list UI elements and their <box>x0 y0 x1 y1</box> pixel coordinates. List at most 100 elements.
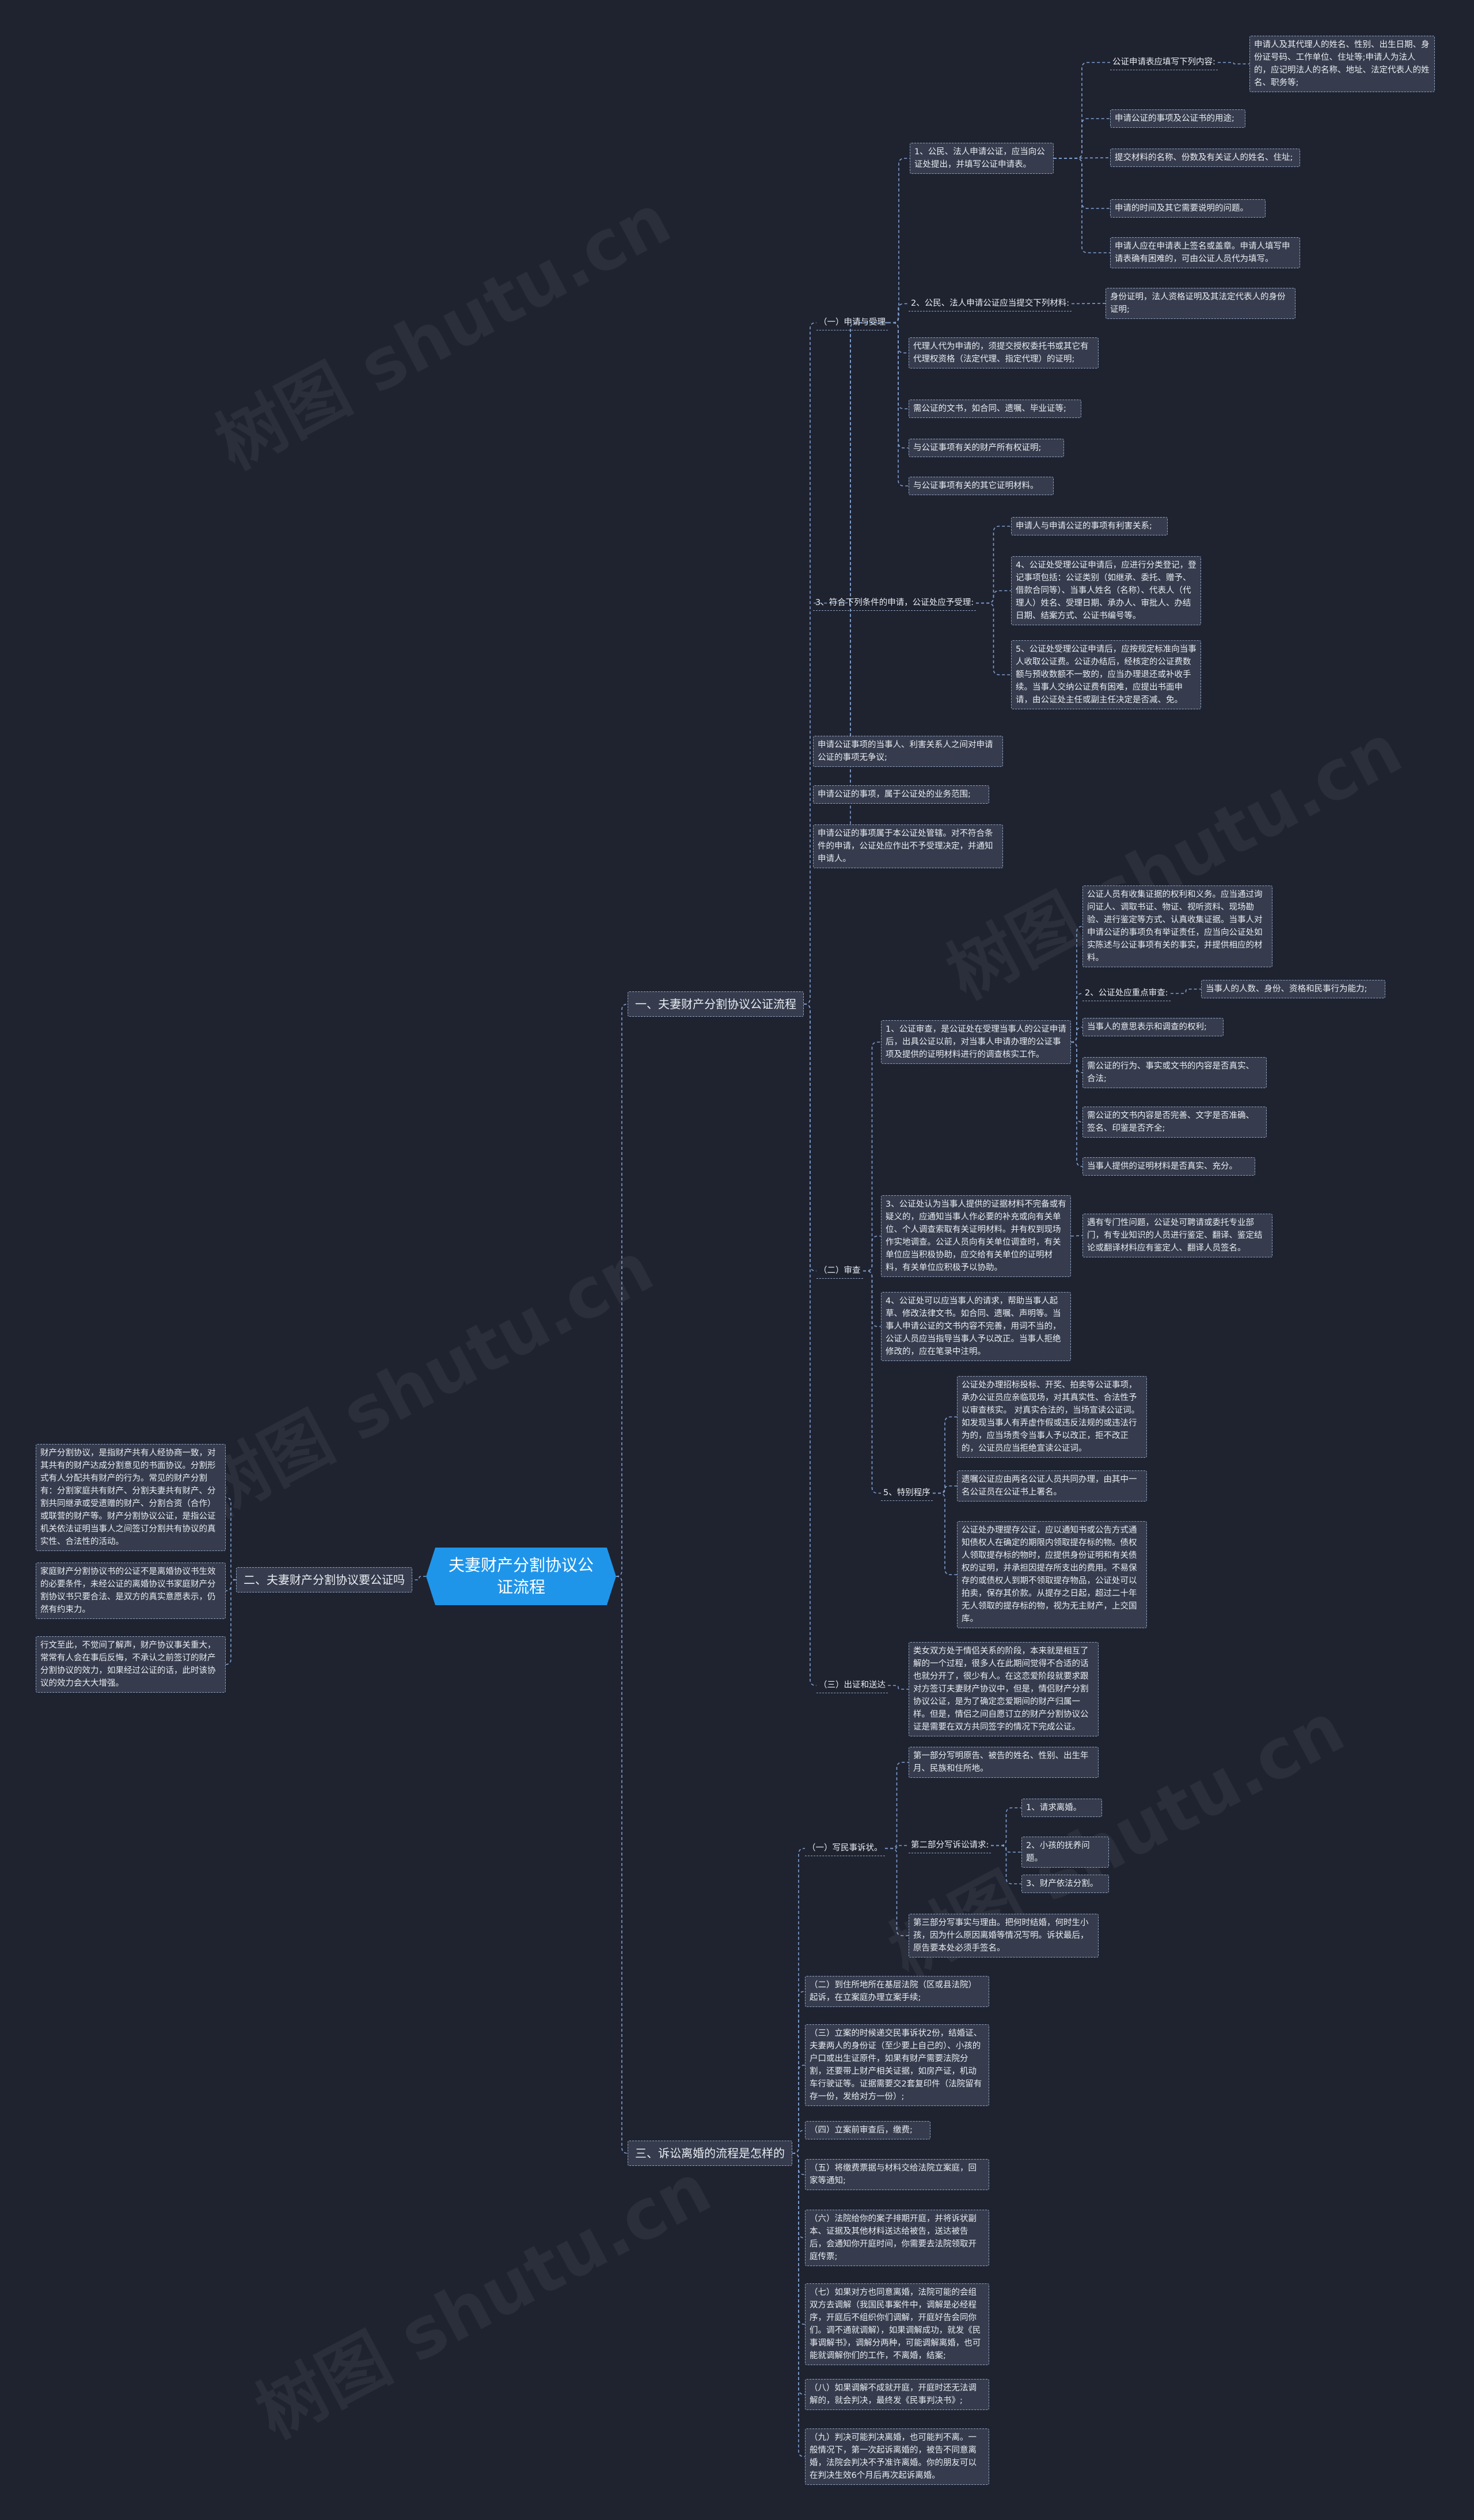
connector <box>863 1270 881 1494</box>
item-time[interactable]: 申请的时间及其它需要说明的问题。 <box>1110 199 1266 218</box>
item-child-custody[interactable]: 2、小孩的抚养问题。 <box>1021 1837 1109 1868</box>
item-mediation[interactable]: （七）如果对方也同意离婚，法院可能的会组双方去调解（我国民事案件中，调解是必经程… <box>805 2283 989 2365</box>
connector <box>804 1004 816 1686</box>
branch-notarization-process[interactable]: 一、夫妻财产分割协议公证流程 <box>628 991 804 1017</box>
connector <box>1070 1042 1083 1167</box>
item-fees[interactable]: 5、公证处受理公证申请后，应按规定标准向当事人收取公证费。公证办结后，经核定的公… <box>1011 640 1201 709</box>
item-purpose[interactable]: 申请公证的事项及公证书的用途; <box>1110 109 1245 128</box>
item-no-dispute[interactable]: 申请公证事项的当事人、利害关系人之间对申请公证的事项无争议; <box>813 736 1003 767</box>
item-legality[interactable]: 需公证的行为、事实或文书的内容是否真实、合法; <box>1082 1057 1267 1088</box>
section-application[interactable]: （一）申请与受理 <box>816 315 888 330</box>
item-review-definition[interactable]: 1、公证审查，是公证处在受理当事人的公证申请后，出具公证以前，对当事人申请办理的… <box>881 1020 1071 1064</box>
connector <box>813 322 888 847</box>
connector <box>1070 993 1083 1043</box>
item-request-divorce[interactable]: 1、请求离婚。 <box>1021 1799 1102 1817</box>
connector <box>976 602 1011 675</box>
item-escrow-notarization[interactable]: 公证处办理提存公证，应以通知书或公告方式通知债权人在确定的期限内领取提存标的物。… <box>957 1521 1147 1628</box>
connector <box>888 158 910 324</box>
connector <box>813 322 888 604</box>
item-supplement-evidence[interactable]: 3、公证处认为当事人提供的证据材料不完备或有疑义的，应通知当事人作必要的补充或向… <box>881 1195 1071 1277</box>
item-second-suit[interactable]: （九）判决可能判决离婚，也可能判不离。一般情况下，第一次起诉离婚的，被告不同意离… <box>805 2428 989 2485</box>
item-registration[interactable]: 4、公证处受理公证申请后，应进行分类登记，登记事项包括：公证类别（如继承、委托、… <box>1011 556 1201 625</box>
connector <box>888 303 909 324</box>
item-agent-proof[interactable]: 代理人代为申请的，须提交授权委托书或其它有代理权资格（法定代理、指定代理）的证明… <box>909 337 1099 368</box>
connector <box>1071 303 1106 305</box>
connector <box>792 2153 805 2238</box>
item-signature[interactable]: 申请人应在申请表上签名或盖章。申请人填写申请表确有困难的，可由公证人员代为填写。 <box>1110 237 1300 268</box>
item-applicant-info[interactable]: 申请人及其代理人的姓名、性别、出生日期、身份证号码、工作单位、住址等;申请人为法… <box>1249 36 1435 92</box>
item-will-notarization[interactable]: 遗嘱公证应由两名公证人员共同办理，由其中一名公证员在公证书上署名。 <box>957 1470 1147 1502</box>
item-ownership[interactable]: 与公证事项有关的财产所有权证明; <box>909 439 1064 457</box>
connector <box>976 526 1011 604</box>
item-intent[interactable]: 当事人的意思表示和调查的权利; <box>1082 1018 1224 1036</box>
item-submit-materials[interactable]: （三）立案的时候递交民事诉状2份，结婚证、夫妻两人的身份证（至少要上自己的）、小… <box>805 2024 989 2106</box>
connector <box>616 1004 628 1577</box>
item-capacity[interactable]: 当事人的人数、身份、资格和民事行为能力; <box>1201 980 1385 998</box>
item-key-review[interactable]: 2、公证处应重点审查: <box>1082 986 1171 1001</box>
connector <box>888 322 909 486</box>
section-review[interactable]: （二）审查 <box>816 1263 863 1279</box>
branch-need-notarization[interactable]: 二、夫妻财产分割协议要公证吗 <box>236 1567 412 1592</box>
section-complaint[interactable]: （一）写民事诉状。 <box>805 1841 885 1856</box>
item-not-required[interactable]: 家庭财产分割协议书的公证不是离婚协议书生效的必要条件，未经公证的离婚协议书家庭财… <box>36 1563 226 1619</box>
branch-divorce-litigation[interactable]: 三、诉讼离婚的流程是怎样的 <box>628 2141 792 2166</box>
item-effect[interactable]: 行文至此，不觉间了解声，财产协议事关重大，常常有人会在事后反悔，不承认之前签订的… <box>36 1636 226 1693</box>
item-complaint-part3[interactable]: 第三部分写事实与理由。把何时结婚，何时生小孩，因为什么原因离婚等情况写明。诉状最… <box>909 1914 1099 1958</box>
connector <box>976 590 1011 604</box>
item-complaint-part1[interactable]: 第一部分写明原告、被告的姓名、性别、出生年月、民族和住所地。 <box>909 1747 1099 1778</box>
connector <box>1070 1042 1083 1073</box>
connector <box>885 1848 909 1936</box>
item-materials[interactable]: 提交材料的名称、份数及有关证人的姓名、住址; <box>1110 149 1300 167</box>
root-topic[interactable]: 夫妻财产分割协议公证流程 <box>426 1548 616 1605</box>
item-file-lawsuit[interactable]: （二）到住所地所在基层法院（区或县法院）起诉，在立案庭办理立案手续; <box>805 1976 989 2007</box>
item-authenticity[interactable]: 当事人提供的证明材料是否真实、充分。 <box>1082 1157 1255 1176</box>
item-drafting-help[interactable]: 4、公证处可以应当事人的请求，帮助当事人起草、修改法律文书。如合同、遗嘱、声明等… <box>881 1292 1071 1361</box>
item-id-proof[interactable]: 身份证明，法人资格证明及其法定代表人的身份证明; <box>1106 288 1296 319</box>
connector <box>792 2130 805 2154</box>
item-schedule-hearing[interactable]: （六）法院给你的案子排期开庭，并将诉状副本、证据及其他材料送达给被告，送达被告后… <box>805 2210 989 2266</box>
connector <box>1070 926 1083 1043</box>
connector <box>888 1685 909 1690</box>
connector <box>1070 1027 1083 1043</box>
connector <box>933 1416 957 1494</box>
item-acceptance-conditions[interactable]: 3、符合下列条件的申请，公证处应予受理: <box>813 595 977 611</box>
connector <box>225 1497 237 1580</box>
item-division-agreement[interactable]: 财产分割协议，是指财产共有人经协商一致，对其共有的财产达成分割意见的书面协议。分… <box>36 1444 226 1551</box>
connector <box>616 1576 628 2154</box>
item-business-scope[interactable]: 申请公证的事项，属于公证处的业务范围; <box>813 785 989 804</box>
connector <box>792 2065 805 2154</box>
item-documents[interactable]: 需公证的文书，如合同、遗嘱、毕业证等; <box>909 400 1081 418</box>
connector <box>1054 118 1110 159</box>
item-form-contents[interactable]: 公证申请表应填写下列内容: <box>1110 55 1218 70</box>
connector <box>804 322 816 1005</box>
item-complaint-part2[interactable]: 第二部分写诉讼请求: <box>909 1838 991 1853</box>
item-issue-note[interactable]: 类女双方处于情侣关系的阶段，本来就是相互了解的一个过程，很多人在此期间觉得不合适… <box>909 1642 1099 1736</box>
item-expert-appraisal[interactable]: 遇有专门性问题，公证处可聘请或委托专业部门，有专业知识的人员进行鉴定、翻译、鉴定… <box>1082 1214 1272 1257</box>
connector <box>991 1845 1021 1884</box>
connector <box>863 1042 881 1272</box>
connector <box>933 1492 957 1575</box>
item-wait-notice[interactable]: （五）将缴费票据与材料交给法院立案庭，回家等通知; <box>805 2159 989 2190</box>
item-pay-fees[interactable]: （四）立案前审查后，缴费; <box>805 2121 930 2139</box>
item-other-proof[interactable]: 与公证事项有关的其它证明材料。 <box>909 477 1054 495</box>
item-application-form[interactable]: 1、公民、法人申请公证，应当向公证处提出，并填写公证申请表。 <box>910 143 1054 174</box>
item-completeness[interactable]: 需公证的文书内容是否完善、文字是否准确、签名、印鉴是否齐全; <box>1082 1107 1267 1138</box>
item-bidding-notarization[interactable]: 公证处办理招标投标、开奖、拍卖等公证事项，承办公证员应亲临现场，对其真实性、合法… <box>957 1376 1147 1458</box>
connector <box>885 1762 909 1849</box>
connector <box>1218 62 1249 64</box>
section-issue-delivery[interactable]: （三）出证和送达 <box>816 1678 888 1693</box>
item-judgment[interactable]: （八）如果调解不成就开庭，开庭时还无法调解的，就会判决，最终发《民事判决书》; <box>805 2379 989 2410</box>
connector <box>792 2153 805 2457</box>
item-required-materials[interactable]: 2、公民、法人申请公证应当提交下列材料: <box>909 296 1072 311</box>
item-property-division[interactable]: 3、财产依法分割。 <box>1021 1875 1109 1893</box>
item-special-procedure[interactable]: 5、特别程序 <box>881 1485 933 1501</box>
connector <box>792 2153 805 2175</box>
connector <box>1054 158 1110 253</box>
item-jurisdiction[interactable]: 申请公证的事项属于本公证处管辖。对不符合条件的申请，公证处应作出不予受理决定，并… <box>813 824 1003 868</box>
item-interest[interactable]: 申请人与申请公证的事项有利害关系; <box>1011 517 1168 535</box>
item-evidence-duty[interactable]: 公证人员有收集证据的权利和义务。应当通过询问证人、调取书证、物证、视听资料、现场… <box>1082 885 1272 967</box>
connector <box>991 1807 1021 1846</box>
connector <box>885 1845 909 1849</box>
